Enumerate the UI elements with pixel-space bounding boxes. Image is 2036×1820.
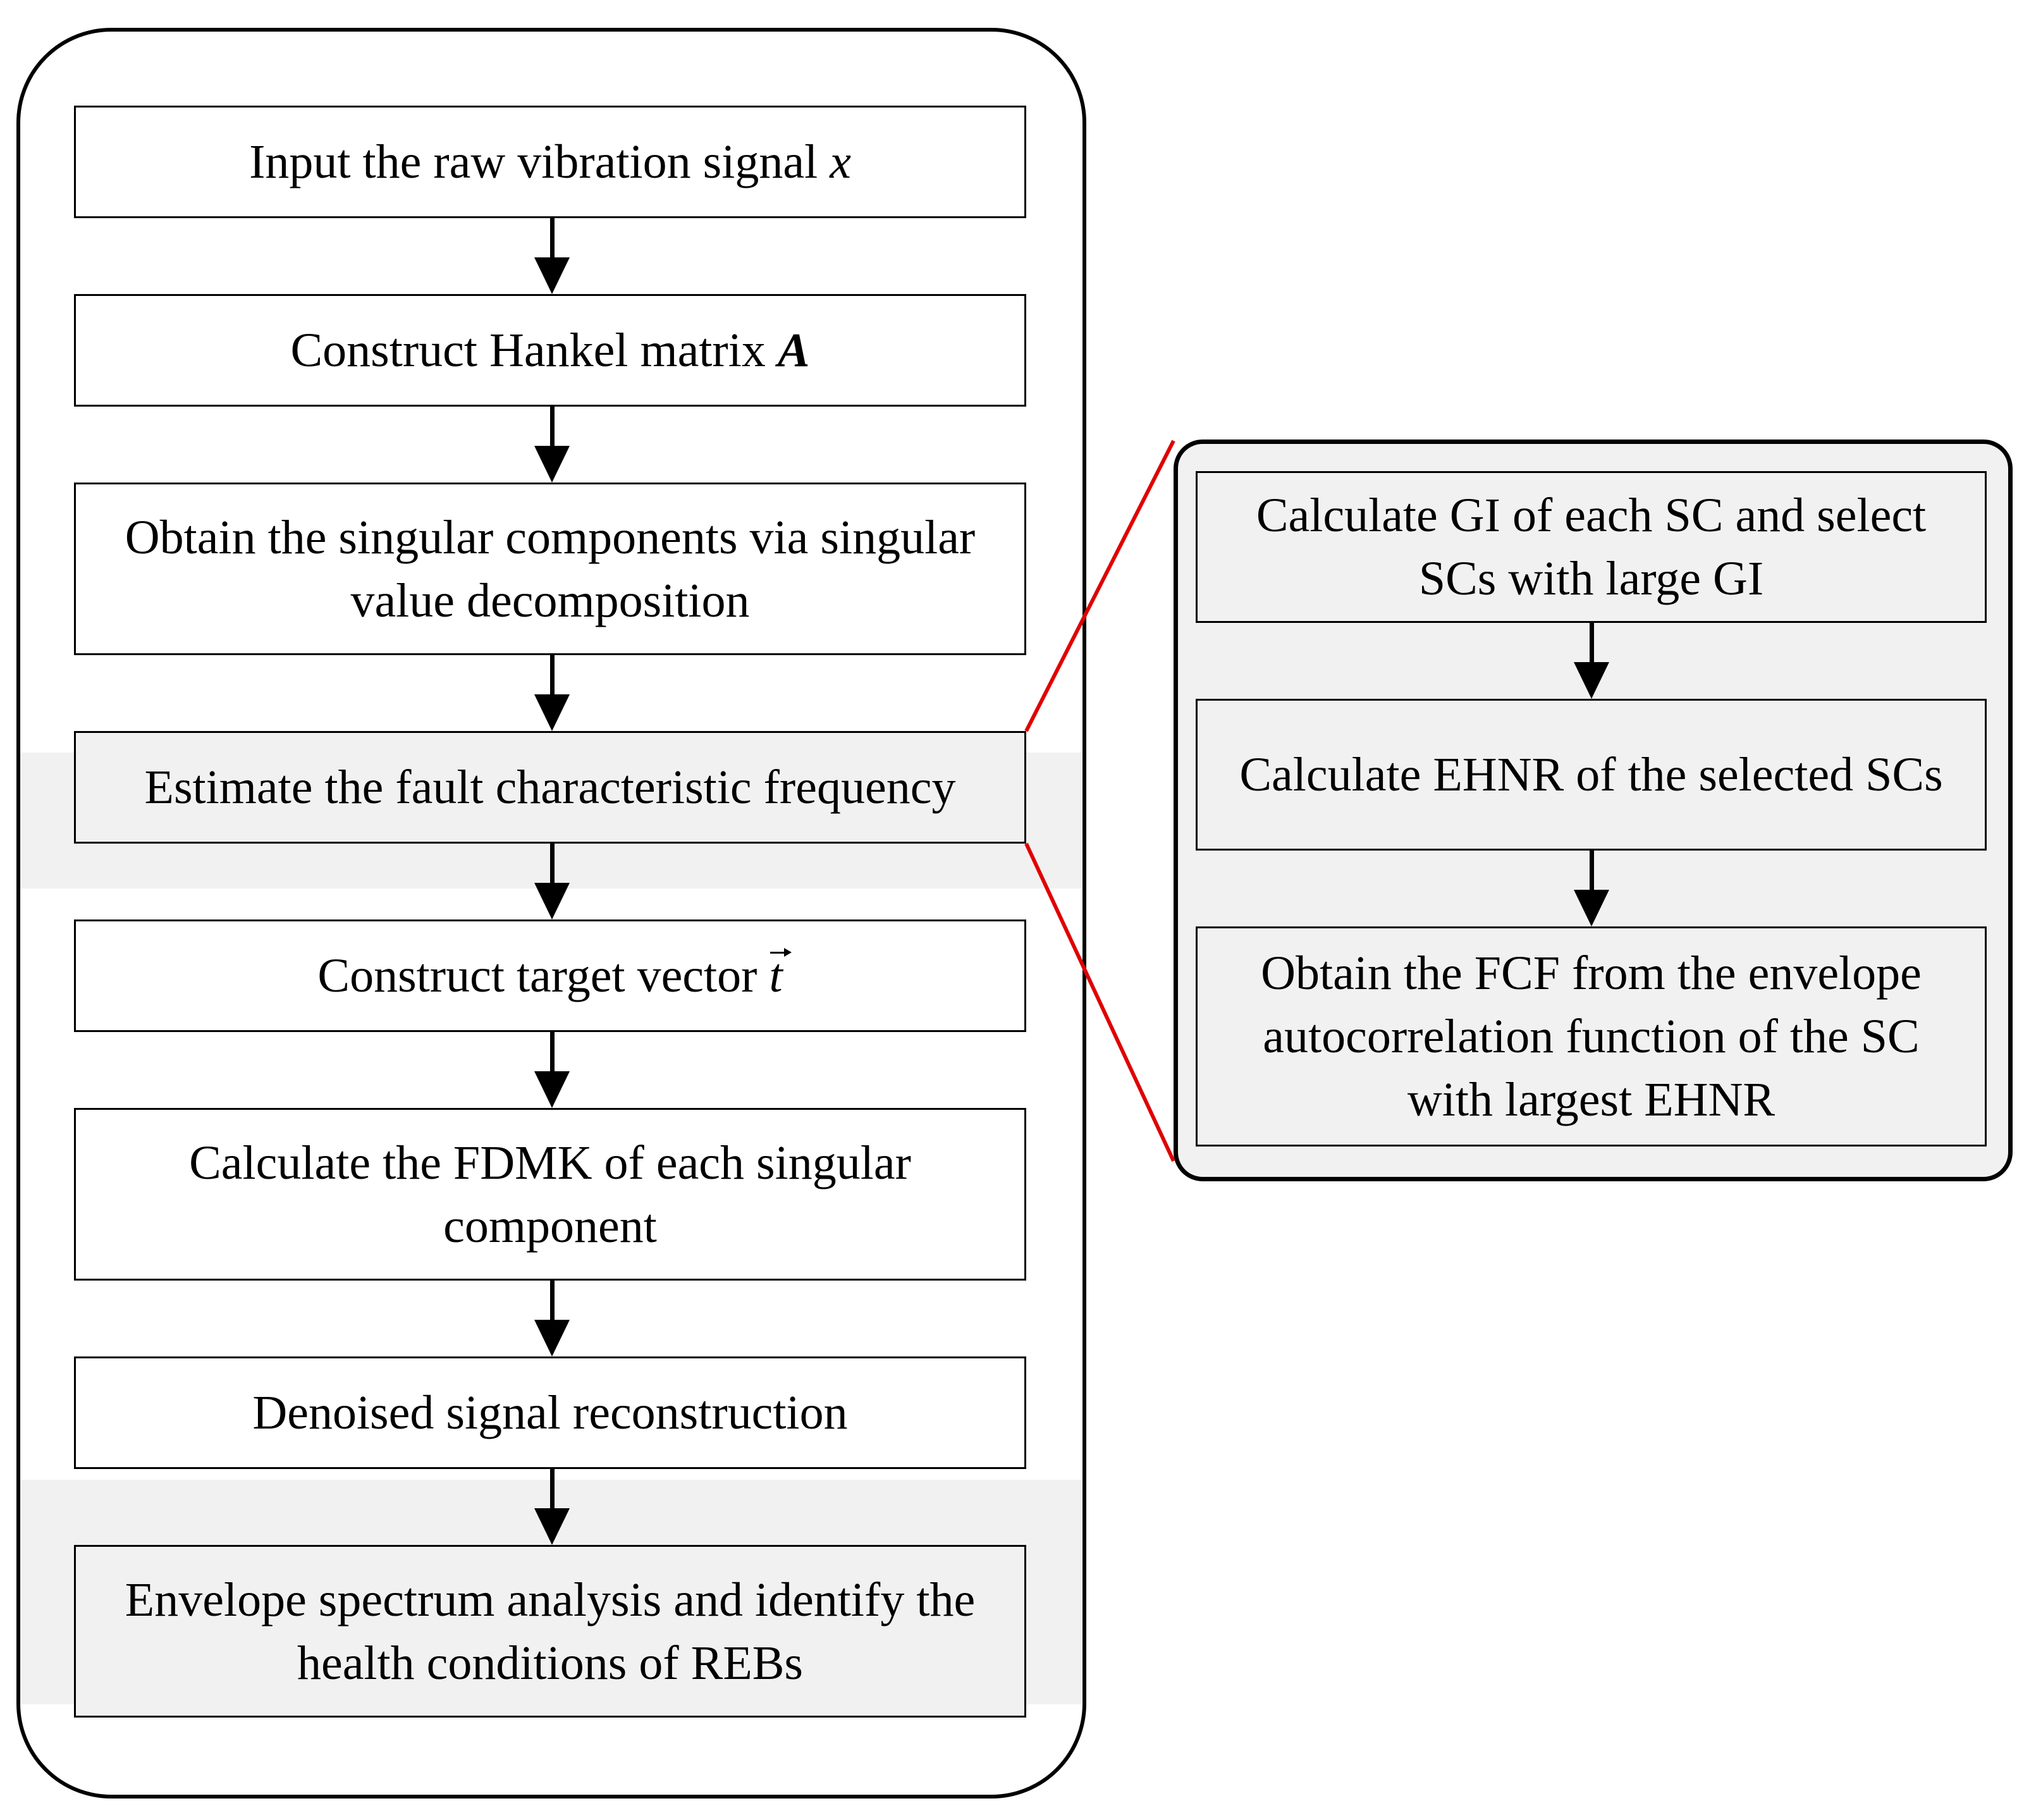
step-calculate-fdmk: Calculate the FDMK of each singular comp… [74,1108,1026,1281]
step-construct-hankel: Construct Hankel matrix A [74,294,1026,407]
substep-calculate-gi-label: Calculate GI of each SC and select SCs w… [1256,489,1927,605]
step-svd-label: Obtain the singular components via singu… [125,510,976,627]
substep-calculate-gi: Calculate GI of each SC and select SCs w… [1196,471,1987,623]
step-envelope-analysis: Envelope spectrum analysis and identify … [74,1545,1026,1718]
arrow-down-icon [1574,623,1609,699]
step-input-signal: Input the raw vibration signal x [74,106,1026,218]
step-envelope-analysis-label: Envelope spectrum analysis and identify … [125,1573,976,1690]
step-construct-hankel-label: Construct Hankel matrix [290,324,778,377]
step-target-vector: Construct target vector t [74,919,1026,1032]
substep-calculate-ehnr-label: Calculate EHNR of the selected SCs [1239,748,1943,801]
arrow-down-icon [534,844,570,919]
arrow-down-icon [534,218,570,294]
matrix-symbol: A [777,324,810,377]
arrow-down-icon [534,1281,570,1356]
step-svd: Obtain the singular components via singu… [74,483,1026,655]
arrow-down-icon [534,407,570,483]
substep-calculate-ehnr: Calculate EHNR of the selected SCs [1196,699,1987,851]
arrow-down-icon [534,1469,570,1545]
step-reconstruction-label: Denoised signal reconstruction [252,1386,848,1439]
arrow-down-icon [534,1032,570,1108]
arrow-down-icon [1574,851,1609,926]
step-estimate-fcf-label: Estimate the fault characteristic freque… [144,761,956,814]
step-target-vector-label: Construct target vector [317,949,770,1002]
arrow-down-icon [534,655,570,731]
substep-obtain-fcf: Obtain the FCF from the envelope autocor… [1196,926,1987,1147]
step-input-signal-label: Input the raw vibration signal [249,135,830,188]
signal-symbol: x [830,135,851,188]
step-estimate-fcf: Estimate the fault characteristic freque… [74,731,1026,844]
substep-obtain-fcf-label: Obtain the FCF from the envelope autocor… [1261,947,1922,1126]
step-reconstruction: Denoised signal reconstruction [74,1356,1026,1469]
vector-symbol: t [769,944,792,1007]
step-calculate-fdmk-label: Calculate the FDMK of each singular comp… [189,1136,911,1253]
